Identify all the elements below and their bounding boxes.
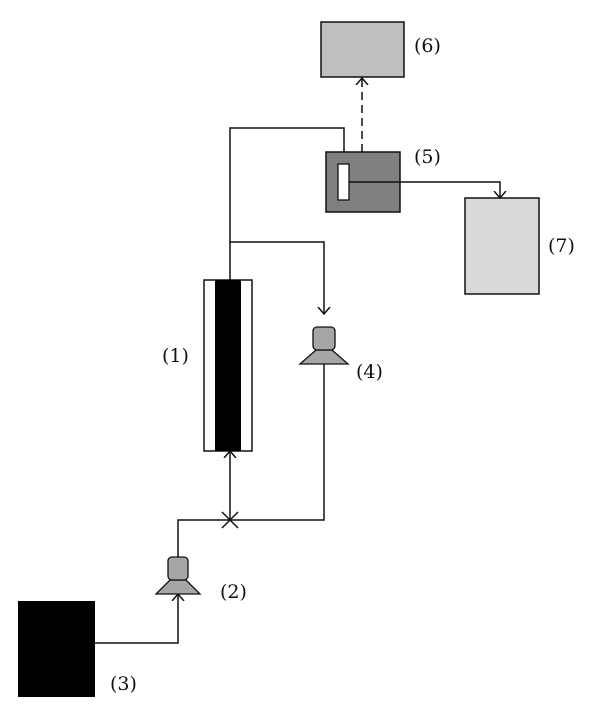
label-collector: (7) [548,235,575,257]
pump-recycle [298,326,350,365]
label-recorder: (6) [414,35,441,57]
line-pump-to-junction [177,519,230,557]
line-column-to-detector [229,127,344,242]
reservoir-box [18,601,95,697]
label-column: (1) [162,345,189,367]
label-pump-recycle: (4) [356,361,383,383]
line-detector-to-collector [349,181,500,198]
label-reservoir: (3) [110,673,137,695]
label-pump-inlet: (2) [220,581,247,603]
recorder-box [320,21,405,78]
pump-inlet [154,556,202,595]
line-recycle-return [230,364,325,521]
collector-box [464,197,540,295]
label-detector: (5) [414,146,441,168]
line-reservoir-to-pump [95,594,178,644]
column [203,279,253,452]
line-column-to-recycle-pump [229,241,324,314]
